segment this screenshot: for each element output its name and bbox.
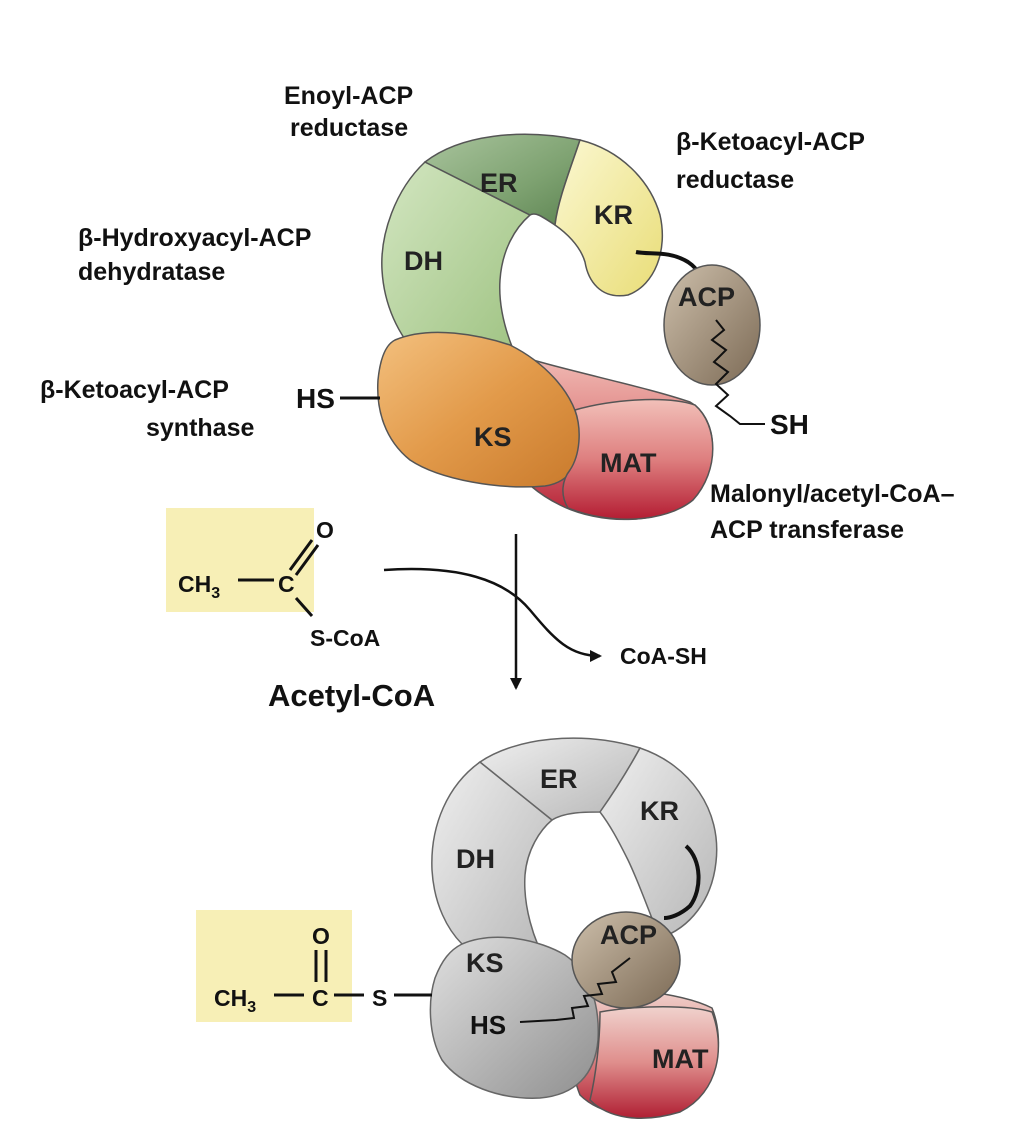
top-acp-label: ACP	[678, 282, 735, 312]
top-dh-label: DH	[404, 246, 443, 276]
ketoacyl-reductase-label-1: β-Ketoacyl-ACP	[676, 128, 865, 156]
top-pantetheine-arm	[710, 319, 765, 425]
bottom-ks-domain	[429, 936, 599, 1099]
reaction-step: CH3 C O S-CoA Acetyl-CoA CoA-SH	[166, 508, 707, 713]
bound-sulfur: S	[372, 985, 387, 1011]
enoyl-label-1: Enoyl-ACP	[284, 82, 413, 110]
malonyl-label-2: ACP transferase	[710, 516, 904, 544]
bottom-acp-label: ACP	[600, 920, 657, 950]
ketoacyl-synthase-label-2: synthase	[146, 414, 254, 442]
bottom-er-label: ER	[540, 764, 578, 794]
acetyl-carbon: C	[278, 571, 295, 597]
top-kr-domain	[554, 139, 664, 297]
bottom-kr-label: KR	[640, 796, 679, 826]
acetyl-s-coa: S-CoA	[310, 625, 380, 651]
malonyl-label-1: Malonyl/acetyl-CoA–	[710, 480, 955, 508]
ketoacyl-reductase-label-2: reductase	[676, 166, 794, 194]
bottom-dh-label: DH	[456, 844, 495, 874]
bound-acetyl-oxygen: O	[312, 923, 330, 949]
ketoacyl-synthase-label-1: β-Ketoacyl-ACP	[40, 376, 229, 404]
bottom-pantetheine-arm	[519, 957, 631, 1023]
bottom-mat-label: MAT	[652, 1044, 709, 1074]
hydroxyacyl-label-1: β-Hydroxyacyl-ACP	[78, 224, 311, 252]
top-acp-domain	[663, 264, 761, 386]
top-domain-names: Enoyl-ACP reductase β-Ketoacyl-ACP reduc…	[40, 82, 955, 544]
bottom-hs-group: HS	[470, 1010, 506, 1040]
top-ks-domain	[376, 331, 582, 488]
top-sh-group: SH	[770, 409, 809, 440]
acetyl-ch3: CH3	[178, 571, 220, 602]
acetyl-co-bond-1	[288, 539, 314, 571]
acetyl-oxygen: O	[316, 517, 334, 543]
bottom-enzyme: ER KR DH KS MAT ACP HS CH3 C O S	[196, 737, 720, 1119]
bound-acetyl-carbon: C	[312, 985, 329, 1011]
acetyl-cs-bond	[294, 597, 314, 617]
acetyl-coa-name: Acetyl-CoA	[268, 678, 435, 713]
acetyl-co-bond-2	[294, 544, 320, 576]
enoyl-label-2: reductase	[290, 114, 408, 142]
bottom-ks-label: KS	[466, 948, 504, 978]
top-enzyme: ER KR DH KS MAT ACP SH HS	[296, 133, 809, 521]
coa-sh-product: CoA-SH	[620, 643, 707, 669]
top-mat-label: MAT	[600, 448, 657, 478]
coa-release-arrow	[383, 567, 602, 662]
bound-acetyl-ch3: CH3	[214, 985, 256, 1016]
hydroxyacyl-label-2: dehydratase	[78, 258, 225, 286]
top-kr-label: KR	[594, 200, 633, 230]
bottom-acp-tether	[663, 844, 701, 920]
acetyl-coa-highlight	[166, 508, 314, 612]
bottom-mat-front	[589, 1006, 720, 1119]
top-mat-front	[562, 398, 714, 520]
top-er-label: ER	[480, 168, 518, 198]
top-ks-label: KS	[474, 422, 512, 452]
top-hs-group: HS	[296, 383, 335, 414]
